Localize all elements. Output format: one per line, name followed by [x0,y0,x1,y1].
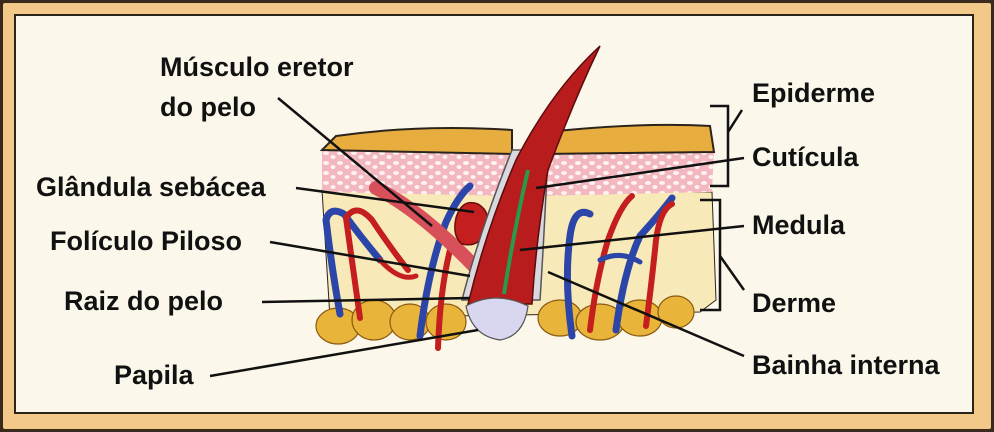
dermis-pink-layer [322,148,512,196]
label-derme: Derme [752,290,836,317]
label-musculo-eretor-1: Músculo eretor [160,54,354,81]
label-raiz-do-pelo: Raiz do pelo [64,288,223,315]
papila-shape [466,298,528,340]
label-musculo-eretor-2: do pelo [160,94,256,121]
label-medula: Medula [752,212,845,239]
epidermis-layer [322,128,512,154]
label-epiderme: Epiderme [752,80,875,107]
label-bainha-interna: Bainha interna [752,352,940,379]
label-papila: Papila [114,362,194,389]
label-glandula-sebacea: Glândula sebácea [36,174,266,201]
label-foliculo-piloso: Folículo Piloso [50,228,242,255]
label-cuticula: Cutícula [752,144,859,171]
